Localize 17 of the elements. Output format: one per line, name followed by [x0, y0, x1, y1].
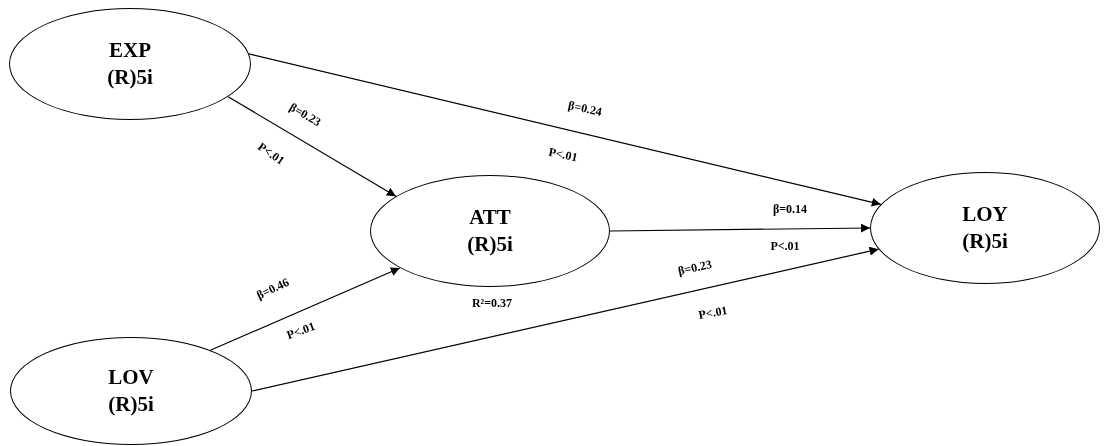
- p-value-label: P<.01: [697, 303, 729, 323]
- r-squared-label: R²=0.37: [471, 295, 513, 311]
- arrow: [248, 53, 882, 207]
- arrow: [609, 223, 871, 233]
- edge-label: β=0.24: [566, 98, 604, 120]
- edge-label: β=0.14: [772, 201, 808, 217]
- p-value-label: P<.01: [770, 238, 800, 254]
- construct-label: ATT (R)5i: [466, 203, 514, 258]
- p-value-label: P<.01: [547, 144, 579, 166]
- construct-label: EXP (R)5i: [106, 36, 154, 91]
- construct-label: LOV (R)5i: [107, 363, 155, 418]
- arrow: [251, 246, 880, 392]
- construct-label: LOY (R)5i: [961, 200, 1009, 255]
- arrow: [227, 96, 397, 197]
- edge-label: β=0.23: [676, 257, 714, 279]
- arrow: [209, 267, 401, 351]
- p-value-label: P<.01: [284, 318, 318, 344]
